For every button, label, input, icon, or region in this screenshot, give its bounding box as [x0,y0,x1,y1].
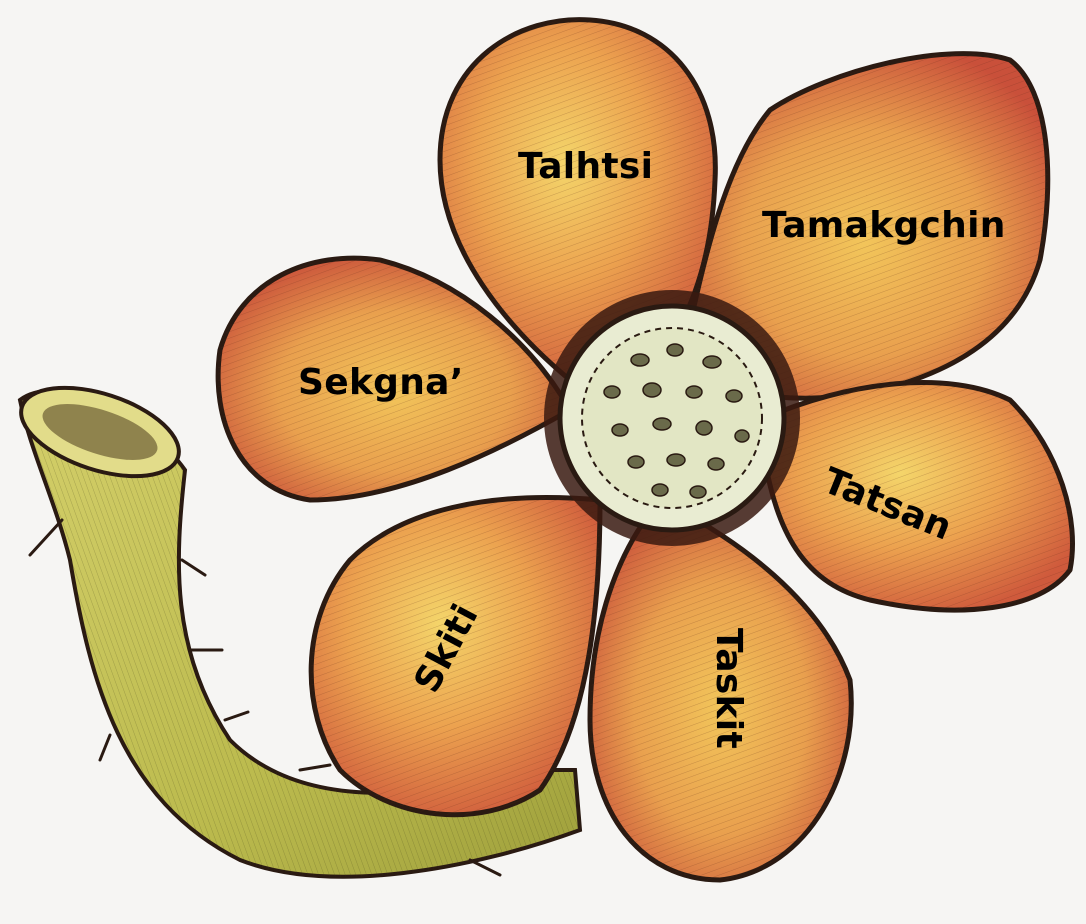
label-sekgna: Sekgna’ [298,362,464,403]
label-tamakgchin: Tamakgchin [762,205,1006,246]
flower-center [544,290,800,546]
label-taskit: Taskit [708,628,749,749]
label-talhtsi: Talhtsi [518,146,653,187]
